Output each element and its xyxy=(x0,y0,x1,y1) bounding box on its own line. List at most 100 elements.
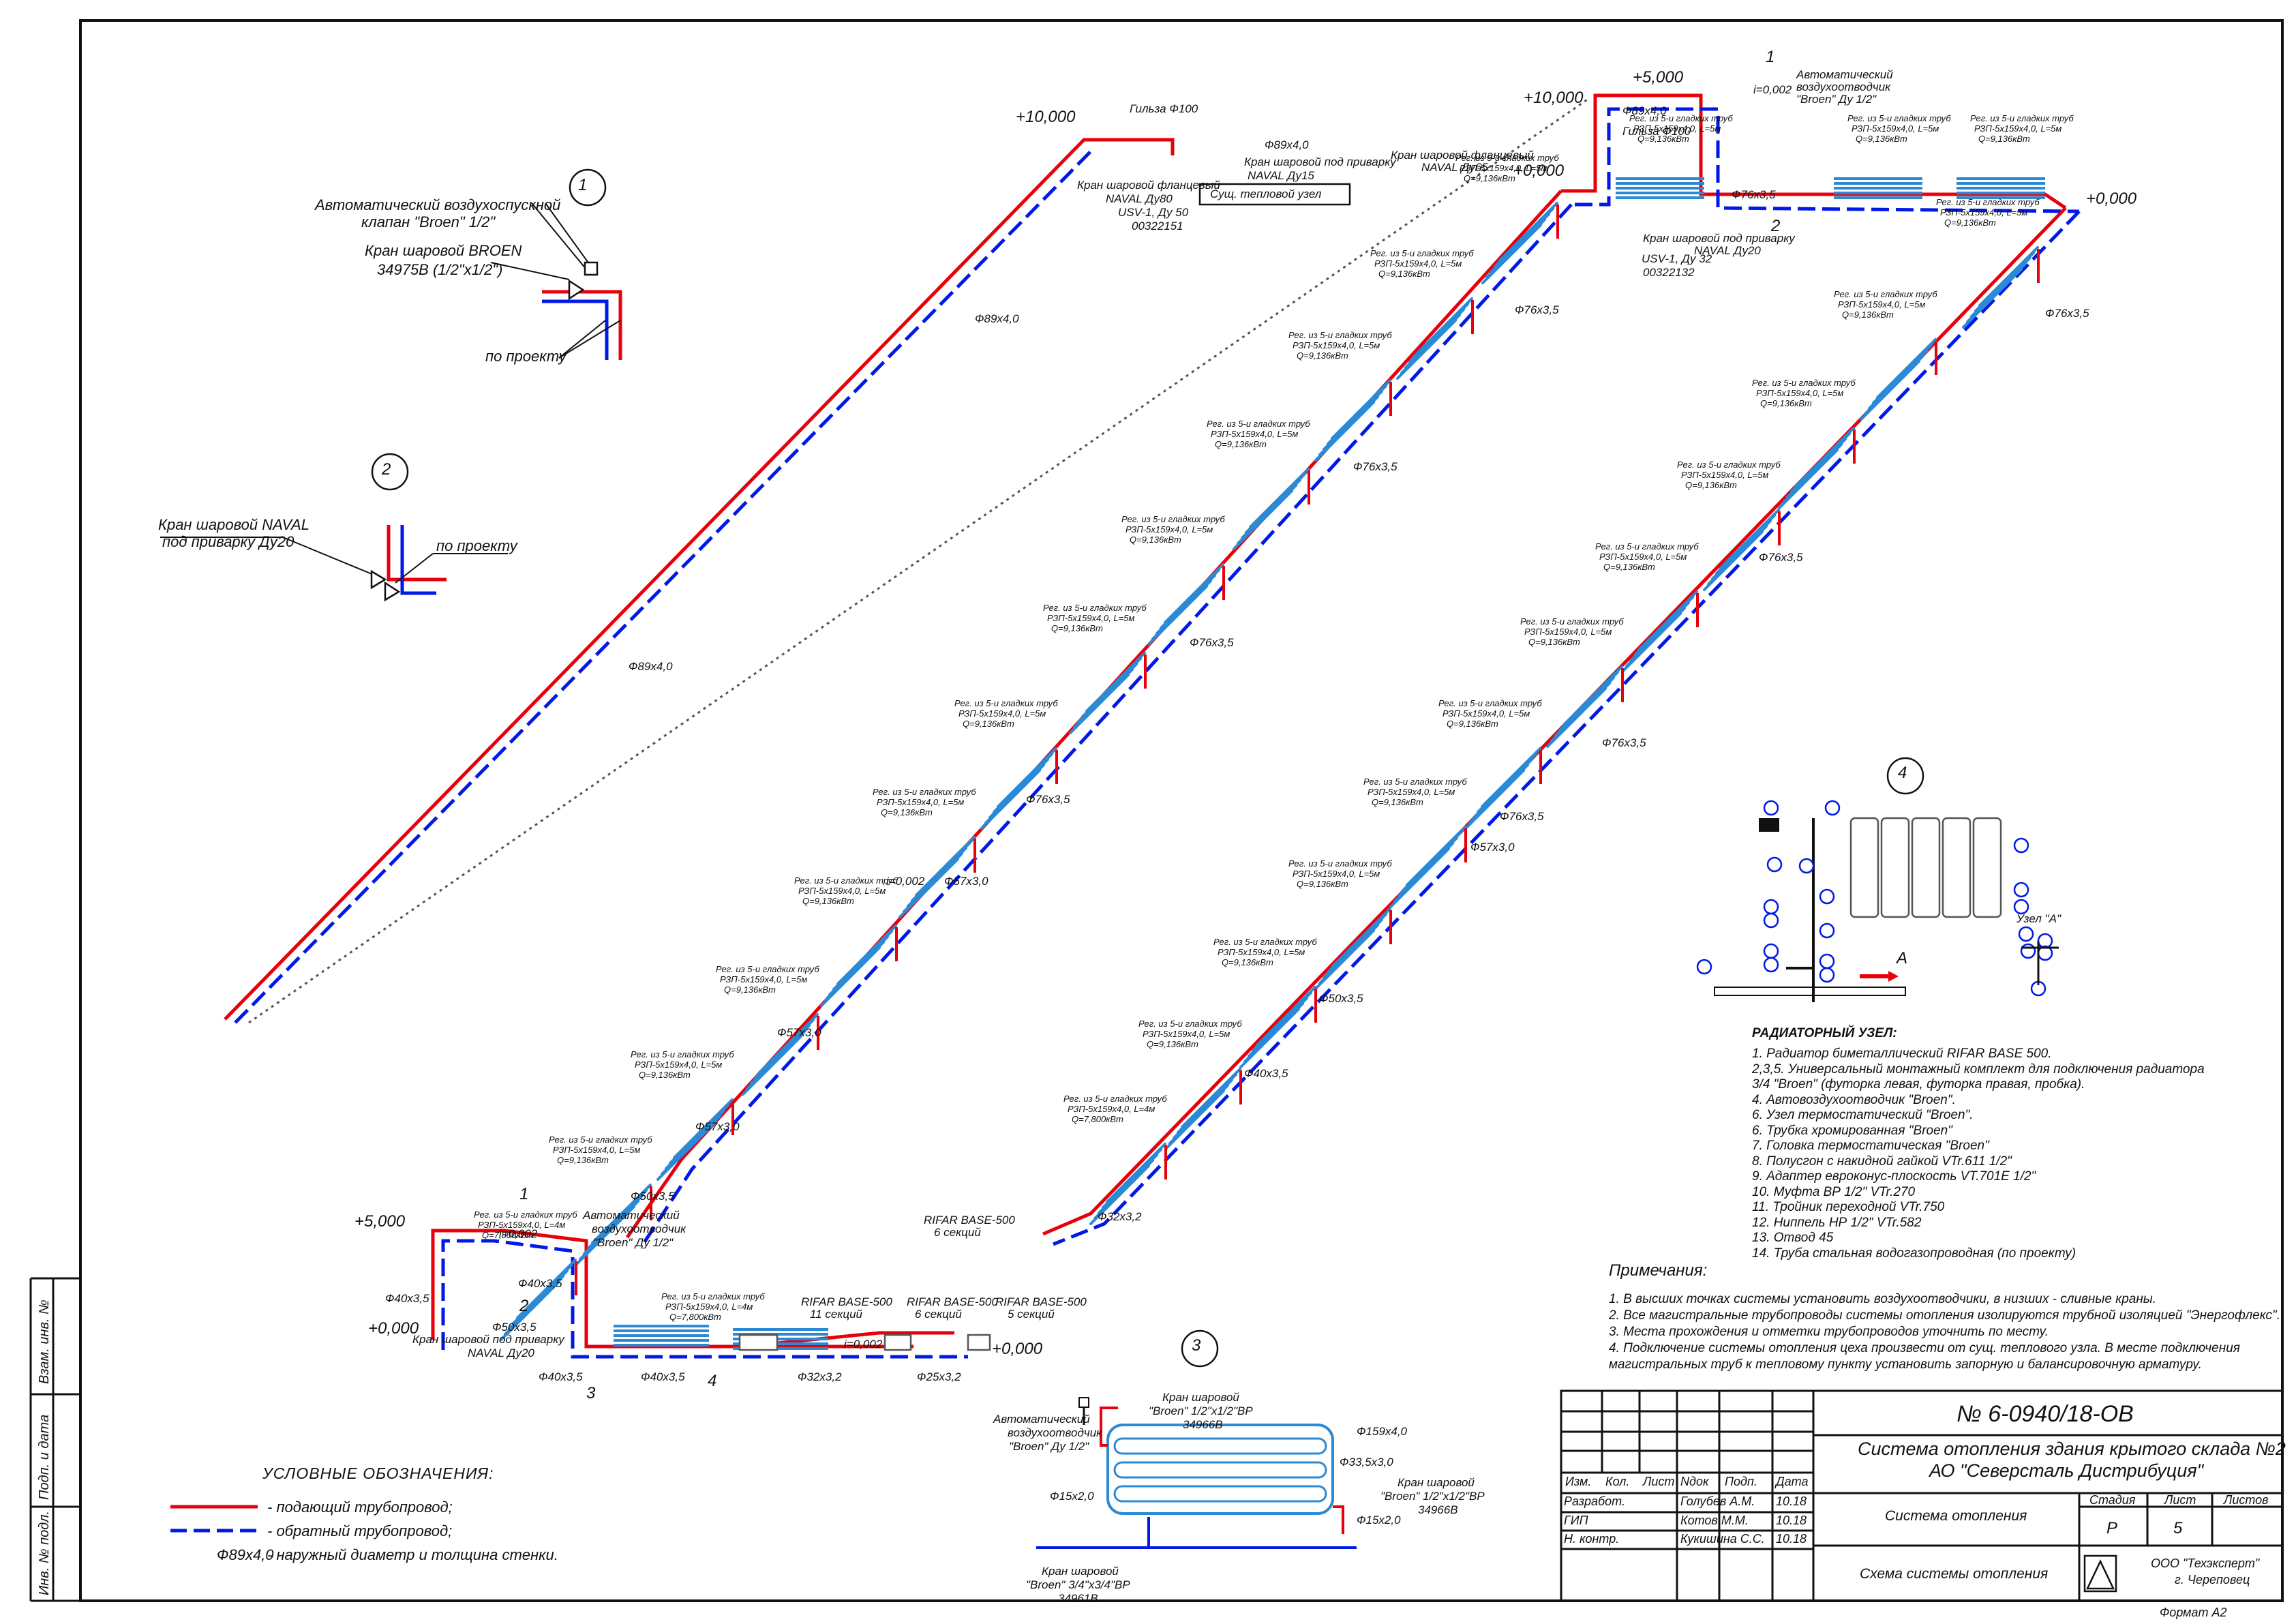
pipe-50-r: Ф50х3,5 xyxy=(1319,992,1363,1005)
radiator-block xyxy=(883,1334,912,1351)
note-item: 2. Все магистральные трубопроводы систем… xyxy=(1609,1308,2281,1323)
weld-valve-right: Кран шаровой под приварку xyxy=(1643,232,1795,245)
col-list: Лист xyxy=(1643,1475,1675,1488)
callout-4-bl: 4 xyxy=(708,1372,717,1390)
note-item: 4. Подключение системы отопления цеха пр… xyxy=(1609,1341,2240,1355)
radiator-node-item: 12. Ниппель НР 1/2" VTr.582 xyxy=(1752,1215,1922,1230)
register-label-line: РЗП-5х159х4,0, L=5м xyxy=(1442,708,1530,719)
pipe-label-89-right: Ф89х4,0 xyxy=(1622,104,1667,117)
weld-valve15: NAVAL Ду15 xyxy=(1248,169,1314,182)
radiator-node-item: 1. Радиатор биметаллический RIFAR BASE 5… xyxy=(1752,1047,2052,1061)
register-label-line: Рег. из 5-и гладких труб xyxy=(873,787,976,797)
register-label-line: РЗП-5х159х4,0, L=5м xyxy=(1368,787,1455,797)
register-label-line: Рег. из 5-и гладких труб xyxy=(954,698,1058,708)
register-label-line: РЗП-5х159х4,0, L=5м xyxy=(1374,258,1462,269)
title-block-role: ГИП xyxy=(1564,1514,1588,1527)
detail1-number: 1 xyxy=(578,176,588,194)
register-tube xyxy=(915,836,976,897)
legend-return: - обратный трубопровод; xyxy=(267,1522,453,1539)
register-tube xyxy=(1794,427,1855,487)
weld-valve-bl2: NAVAL Ду20 xyxy=(468,1347,534,1359)
detail1-return xyxy=(542,299,609,360)
air-vent-top: Автоматический xyxy=(1796,68,1893,81)
detail3-valve-right: Кран шаровой xyxy=(1398,1476,1475,1489)
register-tube xyxy=(1637,590,1698,651)
radiator-node-item: 4. Автовоздухоотводчик "Broen". xyxy=(1752,1092,1956,1107)
register-label-line: Рег. из 5-и гладких труб xyxy=(1063,1094,1167,1104)
drawing-name: Схема системы отопления xyxy=(1860,1566,2049,1582)
pipe-76-c: Ф76х3,5 xyxy=(1190,636,1234,649)
col-ndok: Nдок xyxy=(1680,1475,1709,1488)
register-label-line: Q=9,136кВт xyxy=(963,719,1014,729)
detail2-by-project: по проекту xyxy=(436,537,517,554)
register-label-line: Q=9,136кВт xyxy=(1215,439,1267,449)
return-main-right xyxy=(1575,107,2080,213)
register-label-line: Q=7,800кВт xyxy=(669,1312,721,1322)
register-label-line: Q=9,136кВт xyxy=(1637,134,1689,144)
radiator-node-item: 6. Трубка хромированная "Broen" xyxy=(1752,1123,1952,1138)
weld-valve-label: Кран шаровой под приварку xyxy=(1244,155,1396,168)
title-block-name: Кукишина С.С. xyxy=(1680,1532,1765,1546)
register-label-line: Рег. из 5-и гладких труб xyxy=(716,964,819,974)
rifar-5: RIFAR BASE-500 xyxy=(995,1295,1087,1308)
rifar-6-end: RIFAR BASE-500 xyxy=(924,1214,1015,1227)
register-label-line: Q=9,136кВт xyxy=(881,807,933,817)
sleeve-label-left: Гильза Ф100 xyxy=(1130,102,1198,115)
stamp-inv: Инв. № подл. xyxy=(37,1510,52,1595)
register-label-line: Рег. из 5-и гладких труб xyxy=(1288,330,1392,340)
register-label-line: РЗП-5х159х4,0, L=5м xyxy=(1974,123,2062,134)
detail2-supply xyxy=(387,525,447,582)
register-label-line: Рег. из 5-и гладких труб xyxy=(1043,603,1147,613)
detail2-number: 2 xyxy=(382,460,391,479)
pipe-40-bl: Ф40х3,5 xyxy=(385,1292,429,1305)
register-label-line: Q=9,136кВт xyxy=(1760,398,1812,408)
register-label-line: РЗП-5х159х4,0, L=5м xyxy=(720,974,808,984)
pipe-40-bl4: Ф40х3,5 xyxy=(641,1370,685,1383)
register-label-line: Рег. из 5-и гладких труб xyxy=(1847,113,1951,123)
pipe-40-bl2: Ф40х3,5 xyxy=(518,1277,562,1290)
register-label-line: РЗП-5х159х4,0, L=5м xyxy=(1633,123,1721,134)
company-name: ООО "Техэксперт" xyxy=(2151,1557,2260,1570)
radiator-node-item: 7. Головка термостатическая "Broen" xyxy=(1752,1139,1989,1153)
lists-header: Листов xyxy=(2224,1493,2269,1507)
callout-2-bl: 2 xyxy=(519,1297,529,1315)
detail3-valve-right2: "Broen" 1/2"х1/2"ВР xyxy=(1380,1490,1485,1503)
register-label-line: РЗП-5х159х4,0, L=4м xyxy=(665,1302,753,1312)
detail1-supply xyxy=(542,290,622,360)
callout-1-top: 1 xyxy=(1766,48,1775,66)
return-main-left xyxy=(234,150,1092,1024)
title-block-date: 10.18 xyxy=(1776,1514,1807,1527)
radiator-node-item: 3/4 "Broen" (футорка левая, футорка прав… xyxy=(1752,1077,2085,1092)
usv32-label: USV-1, Ду 32 xyxy=(1642,252,1712,265)
register-label-line: РЗП-5х159х4,0, L=5м xyxy=(1838,299,1926,310)
detail-circle-2 xyxy=(371,453,409,491)
air-vent-top3: "Broen" Ду 1/2" xyxy=(1796,93,1877,106)
register-tube xyxy=(1164,563,1224,624)
register-tube xyxy=(1331,907,1391,968)
register-tube xyxy=(1106,1143,1166,1203)
detail2-valve-label: Кран шаровой NAVAL xyxy=(158,516,309,533)
register-tube xyxy=(1481,747,1541,808)
detail4-node-label: Узел "А" xyxy=(2016,912,2061,925)
register-label-line: Q=7,800кВт xyxy=(1072,1114,1123,1124)
service-line-dotted xyxy=(248,97,1589,1024)
register-label-line: Рег. из 5-и гладких труб xyxy=(1970,113,2074,123)
detail3-number: 3 xyxy=(1192,1336,1201,1355)
stamp-podp: Подп. и дата xyxy=(37,1414,52,1500)
register-label-line: РЗП-5х159х4,0, L=5м xyxy=(1852,123,1939,134)
callout-1-bl: 1 xyxy=(519,1185,529,1203)
pipe-label-89-top: Ф89х4,0 xyxy=(1265,138,1309,151)
register-label-line: РЗП-5х159х4,0, L=5м xyxy=(1143,1029,1230,1039)
register-label-line: Q=9,136кВт xyxy=(1147,1039,1198,1049)
register-label-line: Рег. из 5-и гладких труб xyxy=(1370,248,1474,258)
register-label-line: РЗП-5х159х4,0, L=5м xyxy=(958,708,1046,719)
note-item: 1. В высших точках системы установить во… xyxy=(1609,1292,2157,1306)
register-label-line: Q=9,136кВт xyxy=(1856,134,1907,144)
register-tube xyxy=(1719,509,1780,569)
register-label-line: РЗП-5х159х4,0, L=5м xyxy=(1460,163,1547,173)
register-label-line: Q=9,136кВт xyxy=(1297,350,1348,361)
note-item: магистральных труб к тепловому пункту ус… xyxy=(1609,1357,2202,1372)
register-tube xyxy=(1256,986,1316,1047)
elev-0-bl-right: +0,000 xyxy=(992,1340,1043,1358)
register-label-line: РЗП-5х159х4,0, L=5м xyxy=(1047,613,1135,623)
